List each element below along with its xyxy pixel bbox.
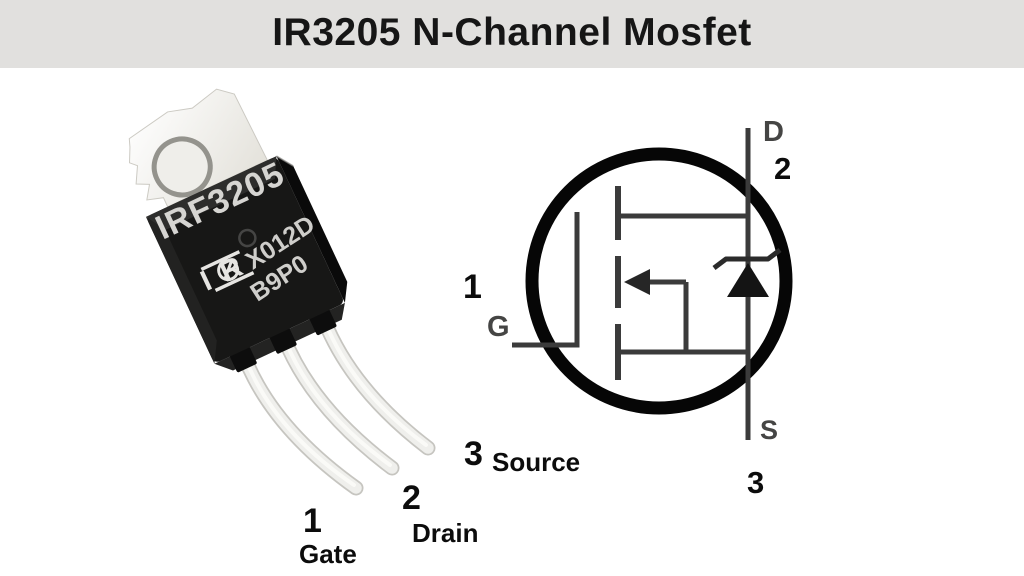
terminal-letter-drain: D [763,116,784,148]
terminal-letter-source: S [760,415,778,445]
mounting-hole [151,136,213,198]
symbol-circle [525,147,793,415]
mosfet-schematic: D 2 1 G S 3 [463,116,793,500]
photo-pin-number-gate: 1 [303,502,322,540]
photo-pin-number-drain: 2 [402,479,421,517]
terminal-number-source: 3 [747,465,764,500]
terminal-number-gate: 1 [463,268,482,306]
drain-leg [276,330,400,476]
body-diode-icon [727,263,769,297]
body-left-bevel [145,216,217,364]
source-leg [316,312,436,456]
diode-cathode-bar [712,248,782,270]
transistor-photo: IRF3205 IR X012D B9P0 1 Gate 2 Drain 3 S… [128,88,580,569]
photo-pin-number-source: 3 [464,435,483,473]
gate-line [512,212,580,348]
photo-pin-name-drain: Drain [412,518,478,548]
body-arrow-icon [624,269,650,295]
package-indent [238,228,257,248]
to220-package: IRF3205 IR X012D B9P0 [128,88,348,373]
terminal-number-drain: 2 [774,151,791,186]
body-top-bevel [145,156,277,230]
gate-leg [236,348,364,496]
terminal-letter-gate: G [487,311,510,343]
photo-pin-name-source: Source [492,447,580,477]
header-band: IR3205 N-Channel Mosfet [0,0,1024,68]
page-title: IR3205 N-Channel Mosfet [272,11,752,54]
body-right-face [276,156,348,303]
photo-pin-name-gate: Gate [299,539,357,569]
body-edge-highlight [276,155,294,167]
